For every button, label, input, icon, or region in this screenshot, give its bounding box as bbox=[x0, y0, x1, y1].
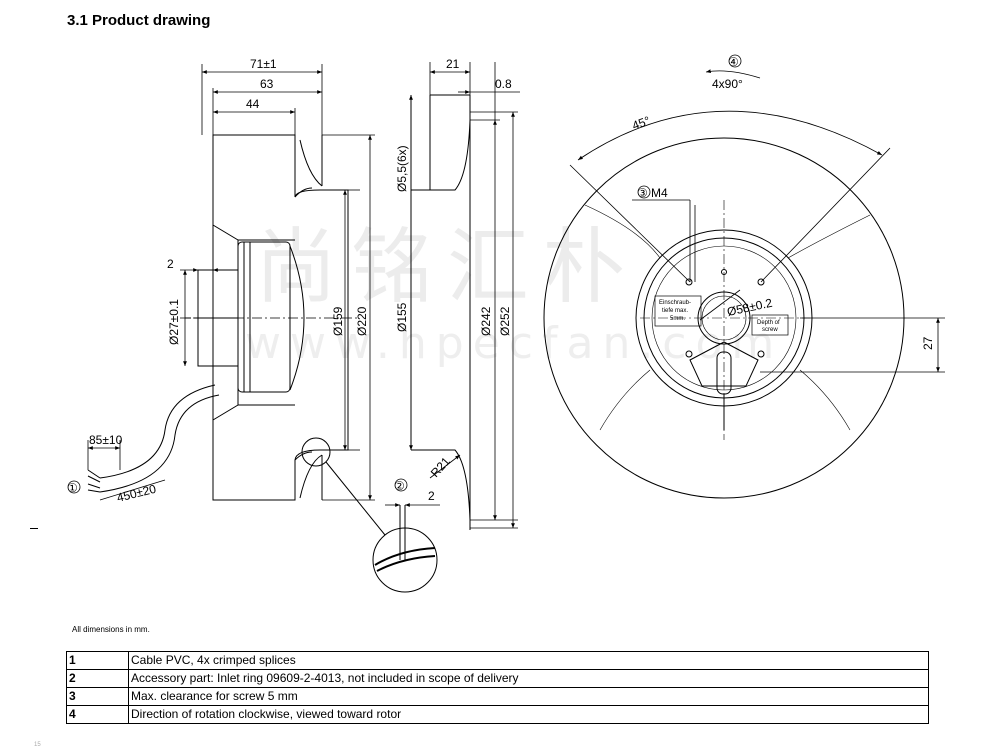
label-depth-2: screw bbox=[762, 327, 778, 333]
margin-mark bbox=[30, 528, 38, 529]
side-dims bbox=[87, 64, 375, 501]
label-depth-1: Depth of bbox=[757, 320, 780, 326]
section-heading: 3.1 Product drawing bbox=[67, 12, 211, 29]
callout-3: ③ bbox=[637, 186, 648, 200]
dim-159: Ø159 bbox=[331, 306, 345, 336]
dim-21: 21 bbox=[446, 57, 460, 71]
dim-2-left: 2 bbox=[167, 257, 174, 271]
front-dims bbox=[569, 69, 945, 373]
dimensions-note: All dimensions in mm. bbox=[72, 625, 150, 634]
legend-row: 4 Direction of rotation clockwise, viewe… bbox=[66, 705, 929, 724]
callout-4: ④ bbox=[728, 55, 739, 69]
watermark-url: www.hpecfan.com bbox=[245, 318, 784, 369]
dim-45-deg: 45° bbox=[630, 113, 652, 132]
dim-85: 85±10 bbox=[89, 433, 123, 447]
dim-m4: M4 bbox=[651, 186, 668, 200]
dim-4x90: 4x90° bbox=[712, 77, 743, 91]
page-side-mark: 15 bbox=[34, 742, 41, 748]
legend-number: 1 bbox=[66, 651, 129, 670]
legend-number: 3 bbox=[66, 687, 129, 706]
product-drawing: 71±1 63 44 2 Ø27±0.1 Ø159 Ø220 85±10 450… bbox=[67, 54, 945, 593]
label-einschraub-3: 5mm. bbox=[670, 316, 685, 322]
legend-text: Max. clearance for screw 5 mm bbox=[128, 687, 929, 706]
callout-1: ① bbox=[67, 481, 78, 495]
legend-row: 2 Accessory part: Inlet ring 09609-2-401… bbox=[66, 669, 929, 688]
dim-r21: R21 bbox=[428, 454, 453, 480]
dim-71: 71±1 bbox=[250, 57, 277, 71]
dim-242: Ø242 bbox=[479, 306, 493, 336]
legend-table: 1 Cable PVC, 4x crimped splices 2 Access… bbox=[66, 651, 929, 724]
legend-row: 1 Cable PVC, 4x crimped splices bbox=[66, 651, 929, 670]
dim-155: Ø155 bbox=[395, 302, 409, 332]
dim-220: Ø220 bbox=[355, 306, 369, 336]
dim-27-front: 27 bbox=[921, 336, 935, 350]
dim-27-shaft: Ø27±0.1 bbox=[167, 299, 181, 345]
dim-0-8: 0.8 bbox=[495, 77, 512, 91]
legend-row: 3 Max. clearance for screw 5 mm bbox=[66, 687, 929, 706]
dim-63: 63 bbox=[260, 77, 274, 91]
legend-text: Cable PVC, 4x crimped splices bbox=[128, 651, 929, 670]
dim-252: Ø252 bbox=[498, 306, 512, 336]
callout-2: ② bbox=[394, 479, 405, 493]
legend-number: 4 bbox=[66, 705, 129, 724]
legend-number: 2 bbox=[66, 669, 129, 688]
front-view bbox=[543, 137, 905, 499]
inlet-ring-section bbox=[372, 94, 471, 593]
dim-2-right: 2 bbox=[428, 489, 435, 503]
dim-5-5: Ø5,5(6x) bbox=[395, 145, 409, 192]
label-einschraub-2: tiefe max. bbox=[662, 308, 688, 314]
dim-450: 450±20 bbox=[115, 482, 157, 505]
legend-text: Accessory part: Inlet ring 09609-2-4013,… bbox=[128, 669, 929, 688]
dim-44: 44 bbox=[246, 97, 260, 111]
label-einschraub-1: Einschraub- bbox=[659, 300, 691, 306]
middle-dims bbox=[385, 62, 520, 529]
legend-text: Direction of rotation clockwise, viewed … bbox=[128, 705, 929, 724]
